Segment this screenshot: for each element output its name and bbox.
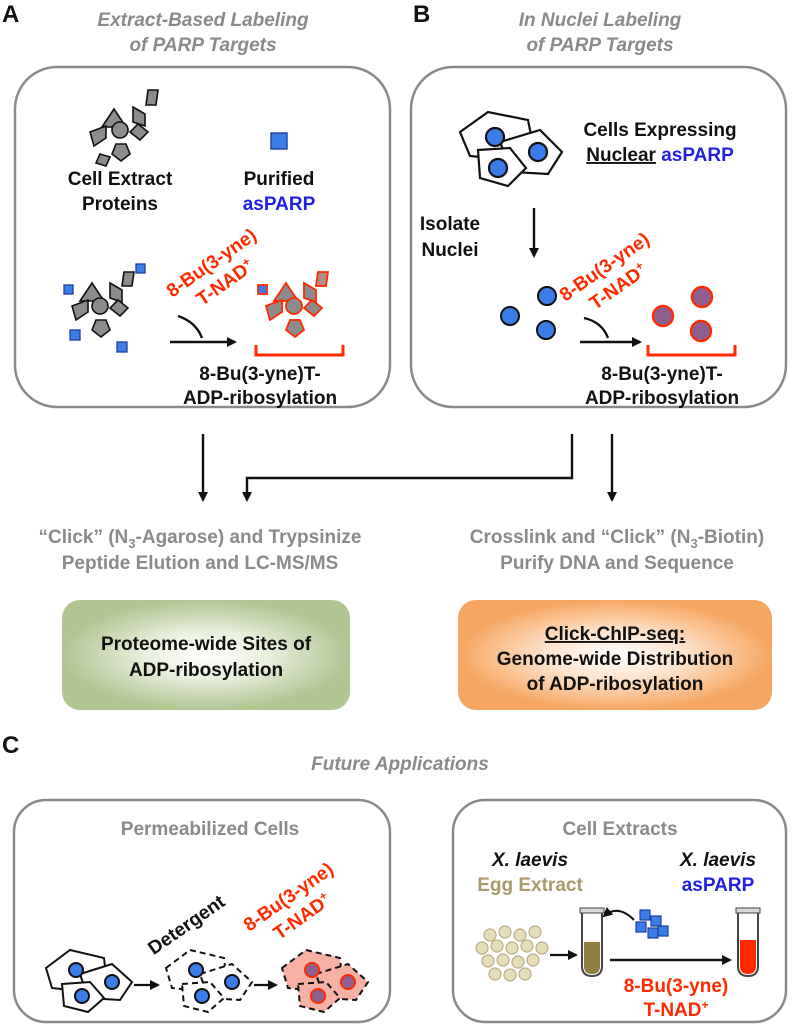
tube-red-icon — [735, 907, 761, 978]
cell-extract-label-line1: Cell Extract — [68, 169, 173, 190]
asparp-label-c: asPARP — [682, 875, 755, 896]
panel-a-title-line2: of PARP Targets — [129, 35, 276, 56]
reagent-label-b: 8-Bu(3-yne) T-NAD+ — [556, 229, 654, 314]
reaction-curve-a — [177, 314, 204, 339]
panel-letter-a: A — [2, 1, 19, 28]
panel-letter-b: B — [413, 1, 430, 28]
cell-extracts-box — [451, 798, 788, 1024]
panel-a: A Extract-Based Labeling of PARP Targets… — [2, 1, 392, 409]
cells-icon-c1 — [44, 948, 134, 1014]
reagent-label-a: 8-Bu(3-yne) T-NAD+ — [163, 225, 261, 310]
product-label-b-line2: ADP-ribosylation — [585, 388, 739, 409]
workflow-left-line2: Peptide Elution and LC-MS/MS — [62, 553, 339, 574]
purified-label: Purified — [244, 169, 315, 190]
bracket-a — [254, 345, 345, 357]
arrow-b-to-left — [242, 434, 574, 502]
reaction-curve-b — [583, 316, 610, 339]
result-right-glow — [458, 600, 772, 710]
asparp-squares-icon-c — [635, 909, 669, 939]
result-left-glow — [62, 600, 350, 710]
detergent-label: Detergent — [144, 891, 229, 959]
isolate-label-line2: Nuclei — [421, 240, 478, 261]
tube-olive-icon — [579, 907, 605, 978]
workflow-left-line1: “Click” (N3-Agarose) and Trypsinize — [39, 527, 362, 551]
panel-b: B In Nuclei Labeling of PARP Targets Cel… — [409, 1, 788, 409]
reagent-label-c2-line2: T-NAD+ — [643, 998, 708, 1021]
permeabilized-box — [12, 798, 392, 1024]
result-left-line1: Proteome-wide Sites of — [101, 634, 312, 655]
panel-c: C Future Applications Permeabilized Cell… — [2, 732, 788, 1024]
workflow-right-line1: Crosslink and “Click” (N3-Biotin) — [470, 527, 764, 551]
product-label-a-line1: 8-Bu(3-yne)T- — [199, 364, 320, 385]
panel-b-box — [409, 65, 788, 409]
panel-letter-c: C — [2, 732, 19, 759]
reagent-label-c1: 8-Bu(3-yne) T-NAD+ — [240, 859, 338, 944]
egg-extract-label: Egg Extract — [477, 875, 583, 896]
product-label-a-line2: ADP-ribosylation — [183, 388, 337, 409]
flow-arrows — [198, 434, 617, 502]
panel-b-title-line1: In Nuclei Labeling — [519, 10, 682, 31]
protein-cluster-icon — [89, 89, 159, 167]
product-label-b-line1: 8-Bu(3-yne)T- — [601, 364, 722, 385]
purified-asparp-icon — [270, 132, 288, 150]
panel-b-title-line2: of PARP Targets — [526, 35, 673, 56]
nuclear-asparp-label: Nuclear asPARP — [586, 145, 734, 166]
cell-extract-label-line2: Proteins — [82, 194, 158, 215]
panel-c-title: Future Applications — [311, 754, 489, 775]
result-right-line1: Click-ChIP-seq: — [545, 624, 685, 645]
bracket-b — [646, 345, 737, 357]
reagent-label-c2-line1: 8-Bu(3-yne) — [624, 976, 729, 997]
xlaevis-label-2: X. laevis — [679, 850, 756, 871]
nuclei-icon — [500, 286, 557, 340]
labeled-protein-icon — [257, 271, 330, 339]
cells-icon — [458, 110, 564, 188]
xlaevis-label-1: X. laevis — [491, 850, 568, 871]
labeled-nuclei-icon — [651, 285, 714, 343]
asparp-add-curve — [602, 906, 635, 921]
cells-expressing-label: Cells Expressing — [583, 120, 736, 141]
asparp-label: asPARP — [243, 194, 316, 215]
cell-extracts-title: Cell Extracts — [562, 819, 677, 840]
isolate-label-line1: Isolate — [420, 214, 480, 235]
workflow-right-line2: Purify DNA and Sequence — [500, 553, 734, 574]
nuclei-icon-c2 — [188, 962, 240, 1004]
panel-a-box — [13, 65, 392, 409]
panel-a-title-line1: Extract-Based Labeling — [97, 10, 309, 31]
permeabilized-title: Permeabilized Cells — [121, 819, 299, 840]
labeled-nuclei-icon-c3 — [304, 962, 356, 1004]
asparp-squares-icon — [63, 263, 146, 353]
egg-cluster-icon — [475, 925, 549, 982]
result-right-line3: of ADP-ribosylation — [527, 674, 704, 695]
protein-mix-icon — [71, 271, 135, 339]
result-left-line2: ADP-ribosylation — [129, 660, 283, 681]
result-right-line2: Genome-wide Distribution — [497, 649, 733, 670]
